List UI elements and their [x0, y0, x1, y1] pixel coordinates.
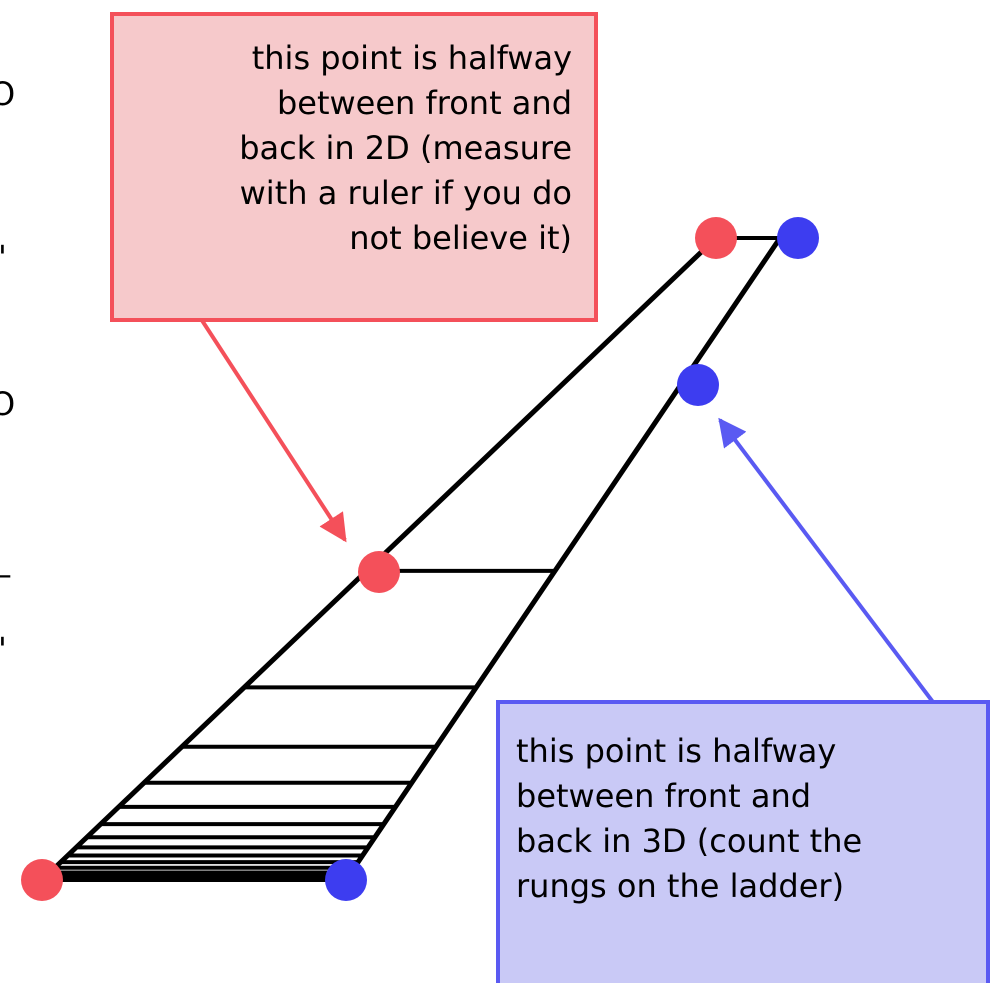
- callout-line: between front and: [114, 81, 572, 126]
- red-callout: this point is halfway between front and …: [110, 12, 598, 322]
- callout-line: not believe it): [114, 216, 572, 261]
- blue-arrow: [720, 420, 945, 718]
- red-arrow: [190, 302, 345, 540]
- midpoint-3d-blue-point: [677, 364, 719, 406]
- back-right-blue-point: [777, 217, 819, 259]
- callout-line: back in 3D (count the: [516, 819, 986, 864]
- midpoint-2d-red-point: [358, 551, 400, 593]
- callout-line: between front and: [516, 774, 986, 819]
- callout-line: with a ruler if you do: [114, 171, 572, 216]
- front-right-blue-point: [325, 859, 367, 901]
- back-left-red-point: [695, 217, 737, 259]
- callout-line: rungs on the ladder): [516, 864, 986, 909]
- callout-line: this point is halfway: [516, 729, 986, 774]
- blue-callout: this point is halfway between front and …: [496, 700, 990, 983]
- callout-line: back in 2D (measure: [114, 126, 572, 171]
- front-left-red-point: [21, 859, 63, 901]
- callout-line: this point is halfway: [114, 36, 572, 81]
